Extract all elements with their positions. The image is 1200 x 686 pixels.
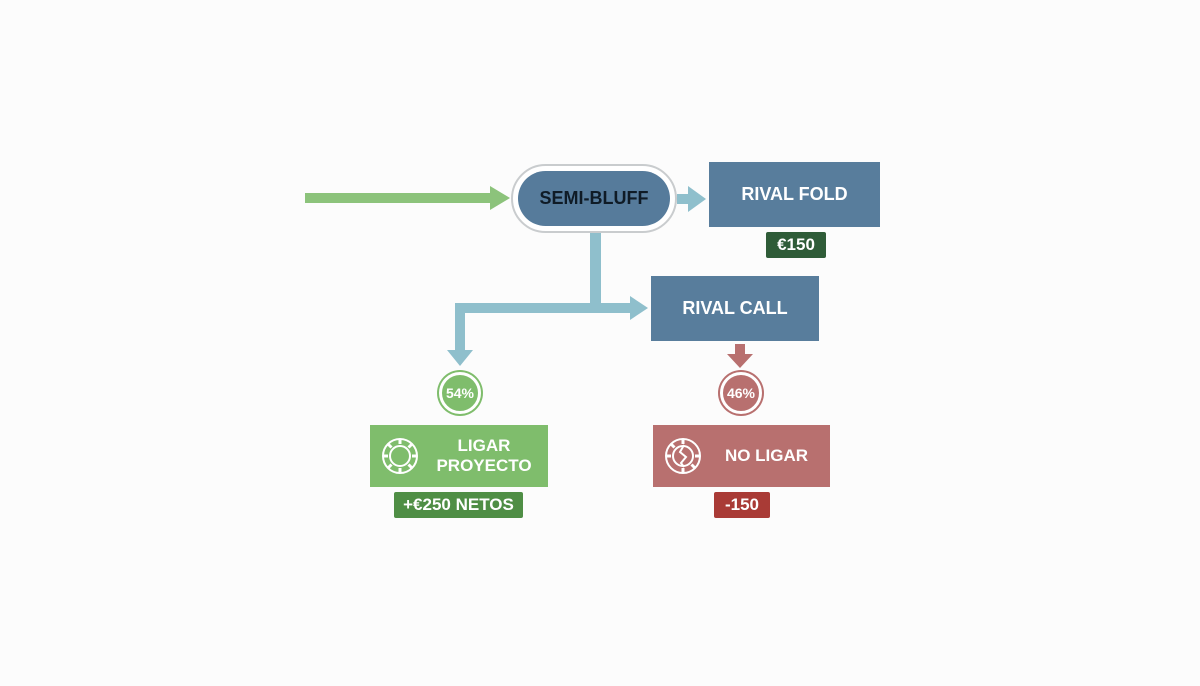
hit-payoff-badge: +€250 NETOS [394,492,523,518]
fold-payoff-value: €150 [777,235,815,254]
miss-outcome-node: NO LIGAR [653,425,830,487]
hit-outcome-label: LIGAR PROYECTO [436,436,532,475]
input-arrow [305,186,510,210]
miss-payoff-value: -150 [724,495,760,514]
miss-outcome-label: NO LIGAR [724,446,809,465]
rival-call-label: RIVAL CALL [682,298,788,318]
rival-fold-node: RIVAL FOLD [709,162,880,227]
semi-bluff-label: SEMI-BLUFF [539,188,649,208]
arrow-to-rival-fold [677,186,706,212]
rival-fold-label: RIVAL FOLD [741,184,848,204]
broken-poker-chip-icon [665,438,701,474]
miss-payoff-badge: -150 [714,492,770,518]
arrow-to-miss [727,344,753,368]
rival-call-node: RIVAL CALL [651,276,819,341]
hit-probability-badge: 54% [439,372,481,414]
poker-chip-icon [382,438,418,474]
hit-payoff-value: +€250 NETOS [403,495,514,514]
semi-bluff-node: SEMI-BLUFF [518,171,670,226]
miss-probability-badge: 46% [720,372,762,414]
hit-outcome-node: LIGAR PROYECTO [370,425,548,487]
hit-probability-value: 54% [445,385,475,401]
fold-payoff-badge: €150 [766,232,826,258]
branch-connector [447,232,648,366]
miss-probability-value: 46% [726,385,756,401]
